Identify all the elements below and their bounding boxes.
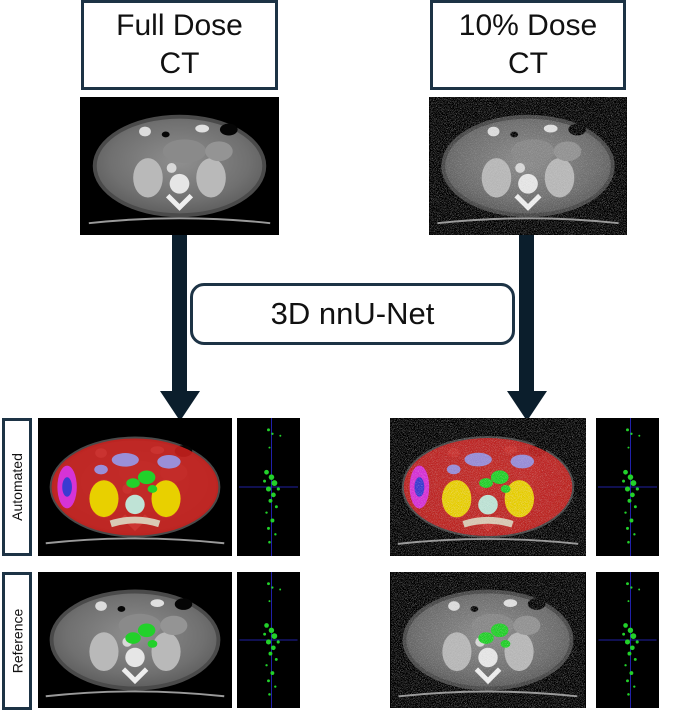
low-dose-automated-3d-view <box>596 418 659 556</box>
low-dose-label-line2: CT <box>508 47 548 80</box>
full-dose-header-box: Full Dose CT <box>81 0 278 90</box>
low-dose-reference-3d-view <box>596 572 659 708</box>
full-dose-automated-segmentation <box>38 418 232 556</box>
full-dose-label-line2: CT <box>159 47 200 80</box>
nnunet-model-label: 3D nnU-Net <box>270 296 435 331</box>
full-dose-reference-3d-view <box>237 572 300 708</box>
low-dose-label-line1: 10% Dose <box>458 9 598 42</box>
right-down-arrow <box>507 235 547 421</box>
automated-row-label-box: Automated <box>2 418 32 556</box>
reference-row-label: Reference <box>9 608 25 674</box>
low-dose-automated-segmentation <box>390 418 586 556</box>
full-dose-automated-3d-view <box>237 418 300 556</box>
low-dose-header-box: 10% Dose CT <box>430 0 626 90</box>
low-dose-reference-segmentation <box>390 572 586 708</box>
automated-row-label: Automated <box>9 453 25 521</box>
full-dose-reference-segmentation <box>38 572 232 708</box>
nnunet-model-box: 3D nnU-Net <box>190 283 515 345</box>
full-dose-label-line1: Full Dose <box>116 9 243 42</box>
low-dose-ct-image <box>429 97 627 235</box>
full-dose-ct-image <box>80 97 279 235</box>
reference-row-label-box: Reference <box>2 572 32 710</box>
left-down-arrow <box>160 235 200 421</box>
